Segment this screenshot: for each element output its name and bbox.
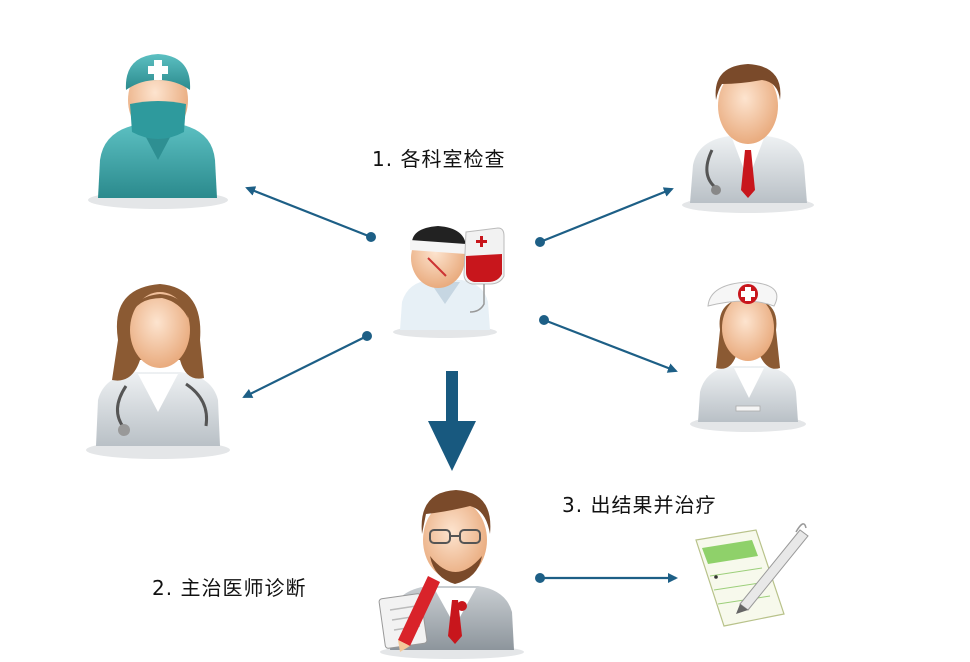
arrow-patient-to-surgeon: [245, 186, 376, 242]
nurse-icon: [690, 281, 806, 432]
step-1-label: 1. 各科室检查: [372, 147, 506, 171]
step-2-label: 2. 主治医师诊断: [152, 576, 307, 600]
step-3-label: 3. 出结果并治疗: [562, 493, 717, 517]
arrow-patient-to-female-doctor: [242, 331, 372, 398]
big-down-arrow: [428, 371, 476, 471]
chief-doctor-icon: [378, 490, 524, 659]
male-doctor-icon: [682, 64, 814, 213]
patient-with-iv-bag-icon: [393, 226, 505, 338]
arrow-patient-to-nurse: [539, 315, 678, 373]
female-doctor-icon: [86, 284, 230, 459]
report-with-pen-icon: [695, 523, 809, 627]
surgeon-icon: [88, 54, 228, 209]
arrow-chief-to-report: [535, 573, 678, 583]
arrow-patient-to-male-doctor: [535, 187, 674, 247]
